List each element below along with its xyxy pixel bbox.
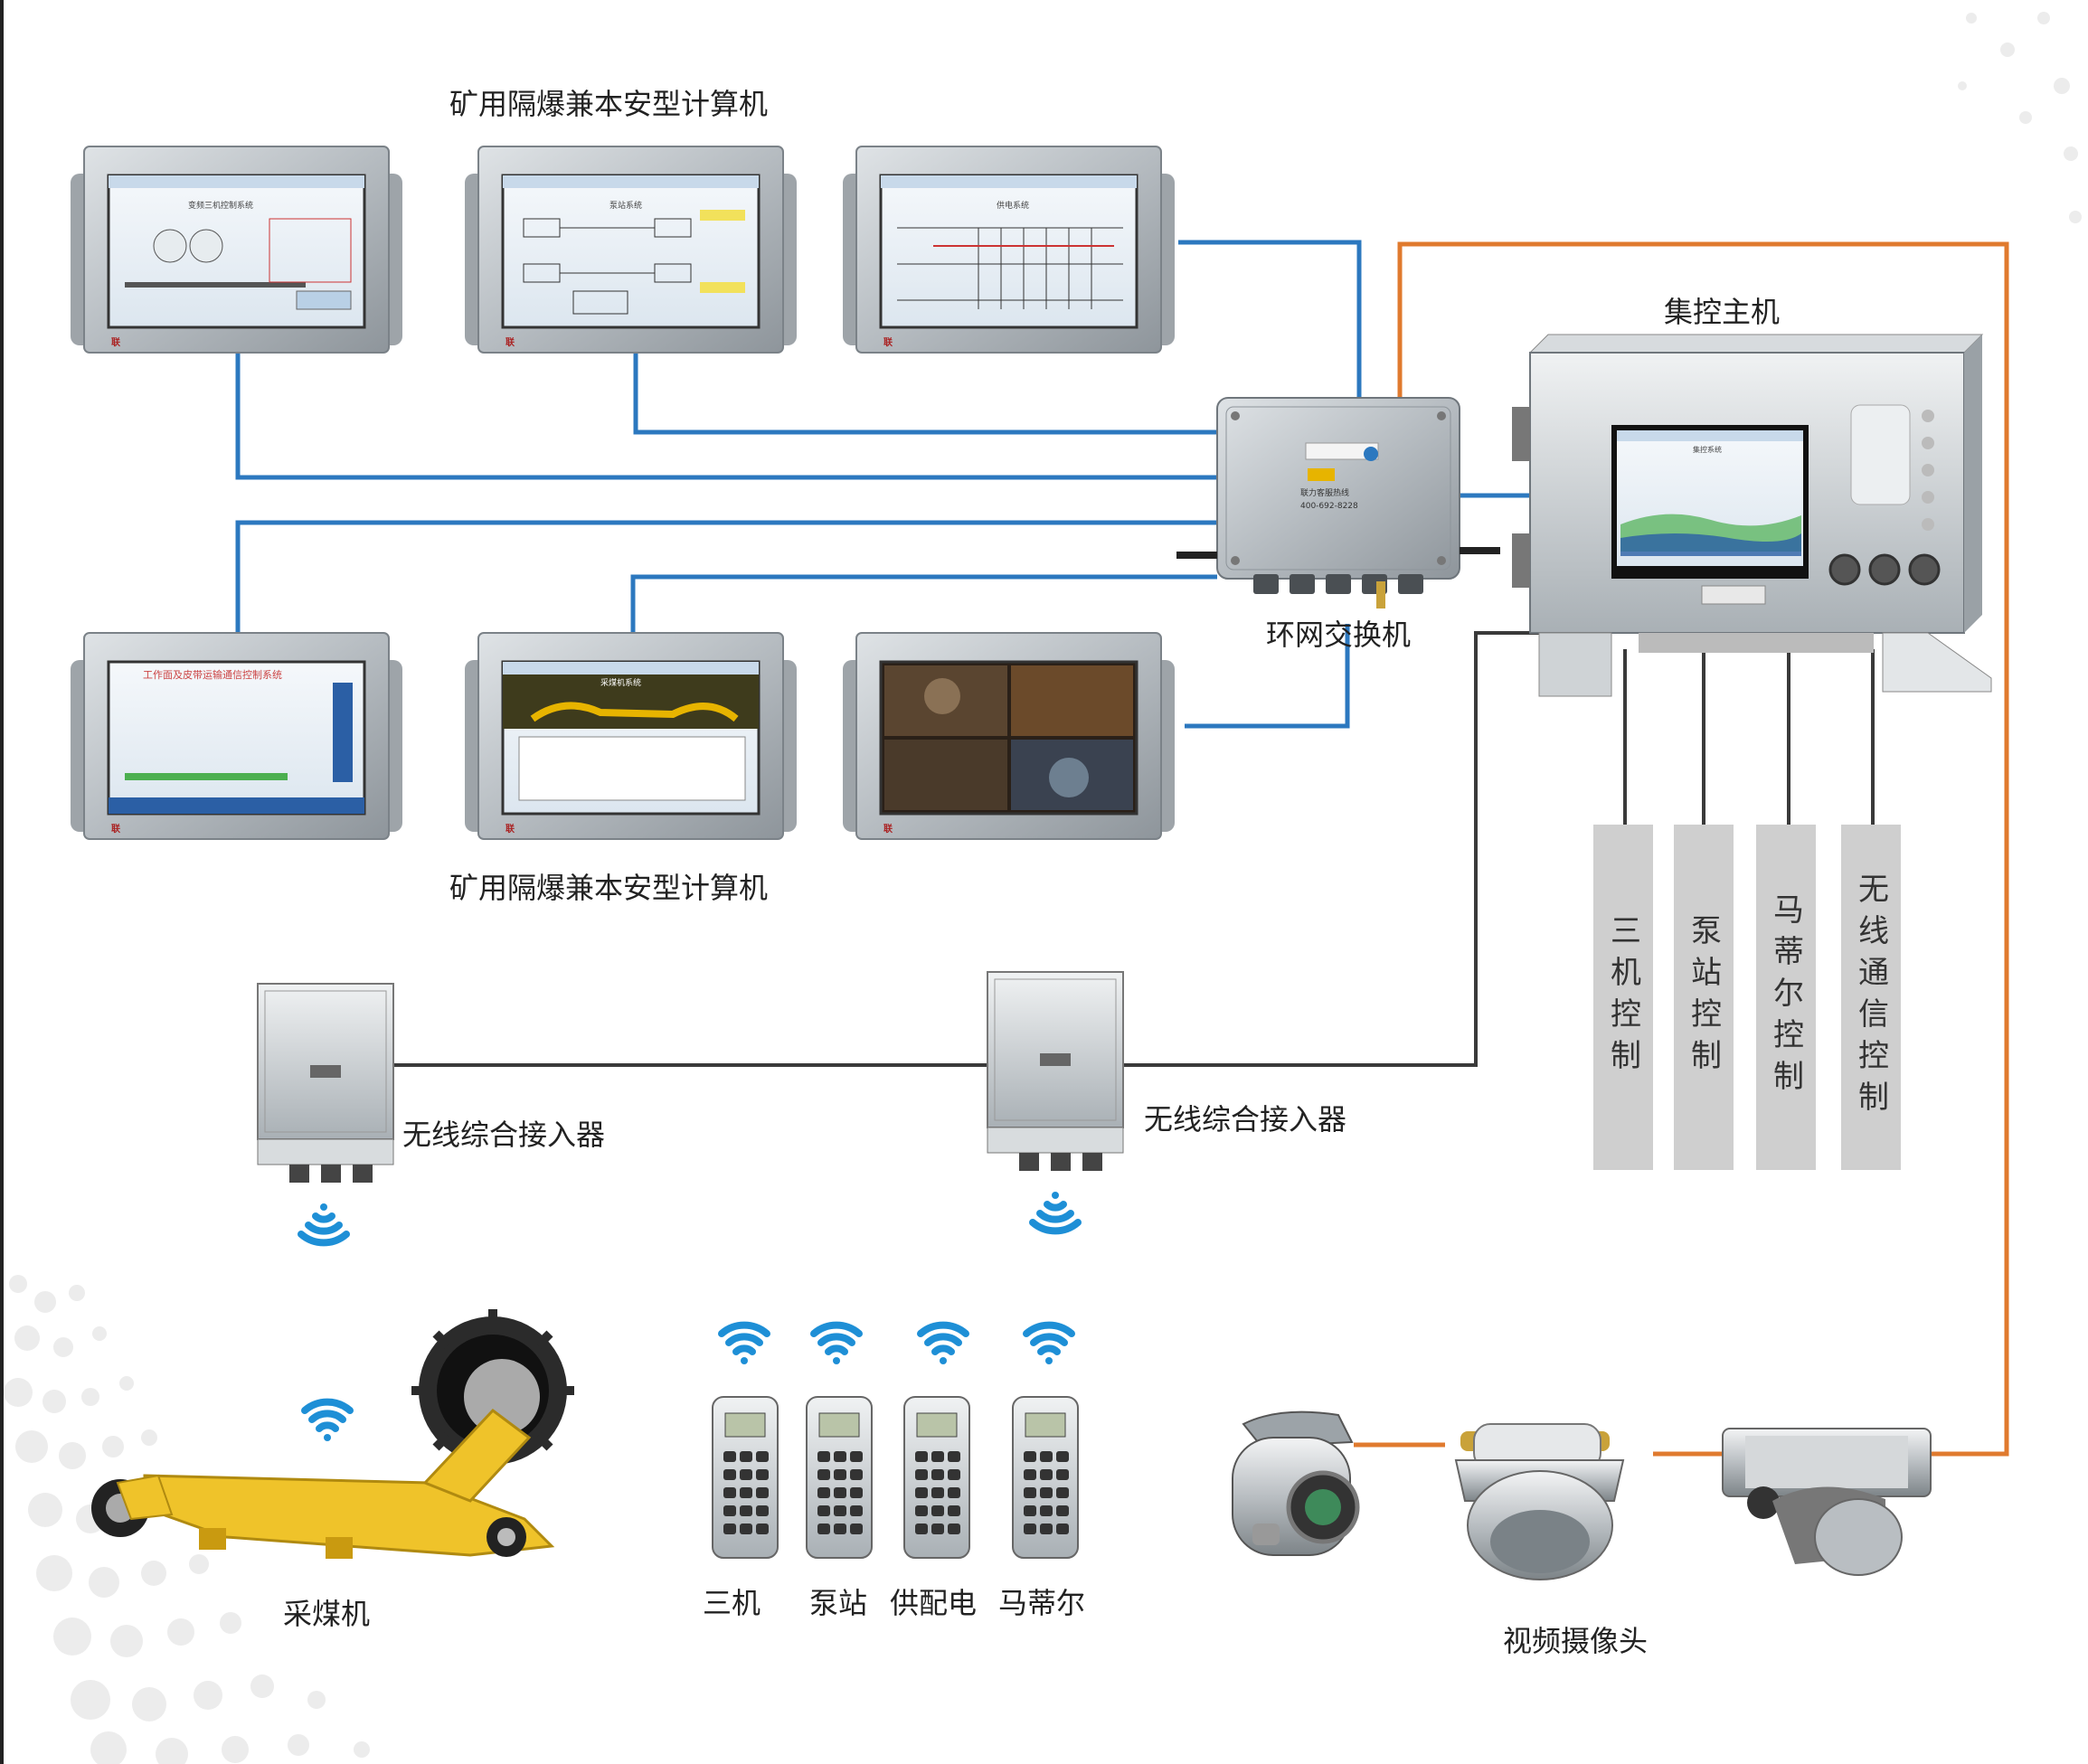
line-pc1-switch bbox=[235, 353, 1217, 480]
switch-phone: 400-692-8228 bbox=[1300, 502, 1358, 511]
handset-2 bbox=[806, 1396, 873, 1559]
svg-text:联: 联 bbox=[883, 336, 893, 348]
central-control-host: 集控系统 bbox=[1512, 334, 1992, 697]
wifi-icons bbox=[298, 1192, 1082, 1441]
handset-label-4: 马蒂尔 bbox=[998, 1586, 1086, 1620]
handset-3 bbox=[903, 1396, 970, 1559]
computer-panel-6: 联 bbox=[843, 632, 1175, 840]
svg-text:联: 联 bbox=[111, 336, 120, 348]
control-bar-label-2: 泵站控制 bbox=[1685, 914, 1722, 1080]
line-wireless-host bbox=[393, 631, 1546, 1067]
screen-title-4: 工作面及皮带运输通信控制系统 bbox=[143, 668, 282, 681]
control-bar-3: 马蒂尔控制 bbox=[1756, 825, 1816, 1170]
screen-title-3: 供电系统 bbox=[997, 200, 1029, 211]
computer-panel-1: 变频三机控制系统 联 bbox=[71, 146, 402, 354]
wifi-icon bbox=[301, 1398, 354, 1441]
shearer bbox=[91, 1309, 574, 1559]
camera-1 bbox=[1232, 1410, 1360, 1556]
handset-label-3: 供配电 bbox=[890, 1586, 978, 1620]
computer-panel-4: 工作面及皮带运输通信控制系统 联 bbox=[71, 632, 402, 840]
line-pc4-switch bbox=[235, 520, 1217, 633]
svg-text:联: 联 bbox=[505, 336, 515, 348]
screen-title-2: 泵站系统 bbox=[609, 200, 642, 211]
wifi-icon bbox=[298, 1203, 350, 1247]
svg-text:联: 联 bbox=[883, 823, 893, 835]
switch-hotline: 联力客服热线 bbox=[1300, 487, 1349, 498]
control-bar-1: 三机控制 bbox=[1593, 825, 1653, 1170]
decorative-dots bbox=[4, 12, 2082, 1764]
line-pc5-switch bbox=[630, 574, 1217, 633]
video-lines bbox=[1354, 241, 2009, 1457]
computers-bottom-label: 矿用隔爆兼本安型计算机 bbox=[449, 871, 769, 905]
control-bar-4: 无线通信控制 bbox=[1841, 825, 1901, 1170]
camera-3 bbox=[1722, 1428, 1932, 1576]
line-switch-video bbox=[1397, 241, 2009, 1457]
video-camera-label: 视频摄像头 bbox=[1503, 1624, 1649, 1658]
control-bar-2: 泵站控制 bbox=[1674, 825, 1734, 1170]
handset-1 bbox=[712, 1396, 779, 1559]
left-edge-strip bbox=[0, 0, 4, 1764]
wifi-icon bbox=[1023, 1321, 1075, 1364]
wireless-access-label-1: 无线综合接入器 bbox=[402, 1118, 606, 1152]
field-lines bbox=[393, 631, 1875, 1067]
control-bar-label-3: 马蒂尔控制 bbox=[1767, 893, 1804, 1101]
control-bar-label-4: 无线通信控制 bbox=[1852, 873, 1889, 1122]
wireless-access-unit-2 bbox=[987, 971, 1124, 1171]
svg-text:联: 联 bbox=[111, 823, 120, 835]
computer-panel-2: 泵站系统 联 bbox=[465, 146, 797, 354]
handset-label-1: 三机 bbox=[703, 1586, 761, 1620]
wifi-icon bbox=[1029, 1192, 1082, 1235]
shearer-label: 采煤机 bbox=[283, 1597, 371, 1631]
wireless-access-label-2: 无线综合接入器 bbox=[1144, 1102, 1347, 1137]
ring-network-switch: 联力客服热线 400-692-8228 bbox=[1176, 397, 1500, 608]
host-screen-title: 集控系统 bbox=[1693, 445, 1722, 454]
svg-text:联: 联 bbox=[505, 823, 515, 835]
computer-panel-5: 采煤机系统 联 bbox=[465, 632, 797, 840]
wifi-icon bbox=[917, 1321, 969, 1364]
line-pc6-switch bbox=[1185, 624, 1350, 729]
wifi-icon bbox=[810, 1321, 863, 1364]
control-bar-label-1: 三机控制 bbox=[1604, 914, 1641, 1080]
line-pc2-switch bbox=[633, 348, 1217, 435]
line-pc3-switch bbox=[1178, 240, 1362, 398]
screen-title-5: 采煤机系统 bbox=[600, 677, 641, 688]
network-lines bbox=[235, 240, 1530, 729]
ring-switch-label: 环网交换机 bbox=[1266, 618, 1412, 652]
central-host-label: 集控主机 bbox=[1664, 295, 1781, 329]
wifi-icon bbox=[718, 1321, 770, 1364]
handset-label-2: 泵站 bbox=[809, 1586, 868, 1620]
handsets bbox=[712, 1396, 1079, 1559]
screen-title-1: 变频三机控制系统 bbox=[188, 200, 253, 211]
handset-4 bbox=[1012, 1396, 1079, 1559]
camera-2 bbox=[1454, 1423, 1625, 1580]
wireless-access-unit-1 bbox=[257, 983, 394, 1183]
computer-panel-3: 供电系统 联 bbox=[843, 146, 1175, 354]
computers-top-label: 矿用隔爆兼本安型计算机 bbox=[449, 87, 769, 121]
